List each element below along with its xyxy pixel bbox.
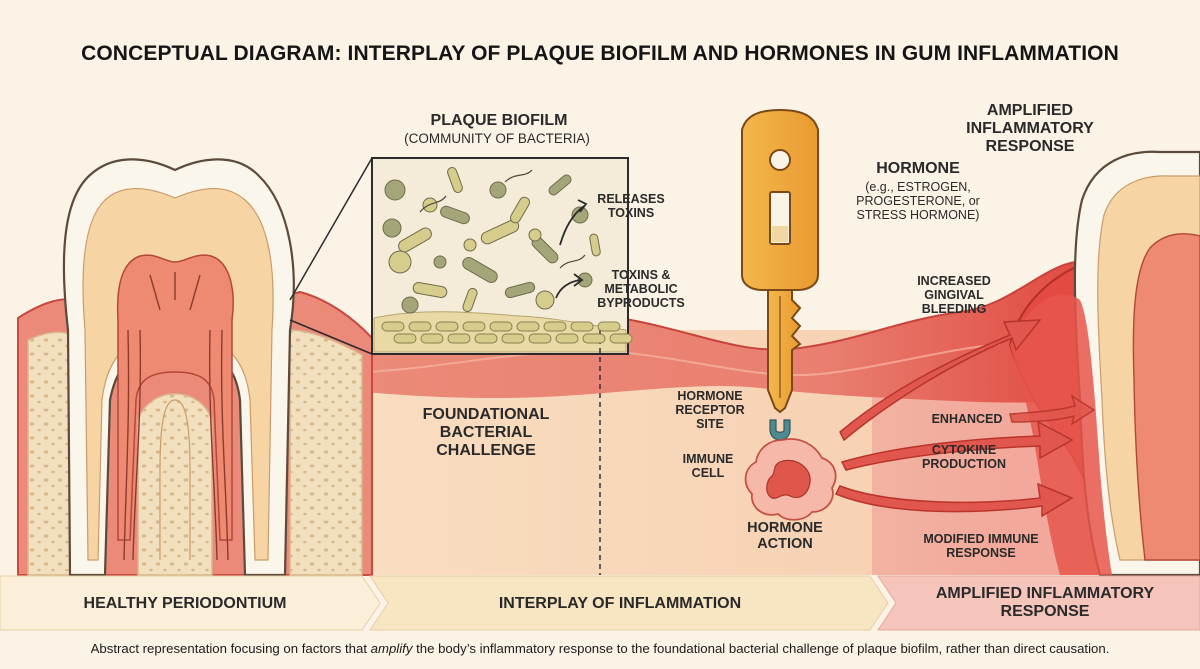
bacterium-base (528, 333, 552, 344)
hormone-key (741, 108, 819, 414)
diagram-title: CONCEPTUAL DIAGRAM: INTERPLAY OF PLAQUE … (81, 42, 1119, 65)
cytokine-label: CYTOKINE PRODUCTION (921, 443, 1007, 471)
bacterium-base (447, 333, 471, 344)
bacterium-base (597, 321, 621, 332)
hormone-action-label: HORMONE ACTION (747, 520, 823, 553)
gum-inner-line (364, 343, 1001, 377)
foundational-label: FOUNDATIONAL BACTERIAL CHALLENGE (422, 406, 550, 459)
bacterium-coccus (384, 179, 406, 201)
diagram-caption: Abstract representation focusing on fact… (0, 641, 1200, 656)
bacterium-rod (510, 196, 530, 224)
arrow-enhanced (1009, 394, 1096, 426)
bacterium-rod (589, 233, 601, 257)
bacterium-coccus (535, 290, 555, 310)
bacterium-base (435, 321, 459, 332)
zoom-line-bottom (289, 319, 373, 355)
pulp-chamber (116, 254, 234, 541)
bacterium-flagellum (419, 195, 447, 213)
bacterium-coccus (463, 238, 477, 252)
zoom-line-top (289, 157, 373, 301)
inflamed-tooth-illustration (1008, 150, 1200, 577)
bottom-middle-label: INTERPLAY OF INFLAMMATION (498, 595, 742, 612)
bacterium-rod (462, 257, 498, 283)
bacterium-rod (480, 219, 520, 245)
toxins-byproducts-label: TOXINS & METABOLIC BYPRODUCTS (597, 268, 685, 310)
plaque-heading: PLAQUE BIOFILM (430, 112, 568, 129)
inflamed-pulp (1132, 233, 1200, 561)
caption-before: Abstract representation focusing on fact… (90, 641, 371, 656)
bottom-right-label: AMPLIFIED INFLAMMATORY RESPONSE (935, 585, 1155, 620)
toxin-arrows (555, 199, 588, 299)
bacteria-cluster (381, 167, 633, 344)
bacterium-base (420, 333, 444, 344)
bottom-left-segment (0, 575, 381, 631)
bacterium-rod (462, 287, 478, 313)
bacterium-coccus (433, 255, 447, 269)
bacterium-coccus (528, 228, 542, 242)
bacterium-base (462, 321, 486, 332)
bacterium-rod (440, 205, 470, 225)
immune-cell-group (744, 419, 837, 521)
bacterium-rod (548, 174, 572, 196)
bottom-right-segment (877, 575, 1200, 631)
bottom-bar (0, 575, 1200, 631)
bacterium-coccus (382, 218, 402, 238)
gum-tissue (365, 258, 1200, 403)
amplified-heading: AMPLIFIED INFLAMMATORY RESPONSE (966, 102, 1094, 155)
arrow-bleeding (839, 319, 1042, 442)
bacterium-base (489, 321, 513, 332)
bacterium-rod (504, 281, 536, 299)
key-shaft (767, 289, 802, 414)
bacterium-base (408, 321, 432, 332)
receptor-site (769, 419, 791, 441)
bacterium-base (501, 333, 525, 344)
bacterium-rod (412, 282, 448, 298)
root-canal-right (159, 399, 191, 560)
modified-immune-label: MODIFIED IMMUNE RESPONSE (923, 532, 1039, 560)
amplification-arrows (834, 319, 1096, 518)
receptor-site-label: HORMONE RECEPTOR SITE (675, 389, 745, 431)
bacterium-coccus (388, 250, 412, 274)
arrow-modified (834, 482, 1074, 518)
plaque-subheading: (COMMUNITY OF BACTERIA) (404, 131, 590, 146)
releases-toxins-label: RELEASES TOXINS (597, 192, 665, 220)
bacterium-base (474, 333, 498, 344)
bacterium-base (516, 321, 540, 332)
immune-cell-label: IMMUNE CELL (682, 452, 734, 480)
bacterium-rod (398, 227, 432, 253)
nerve-lines (123, 272, 229, 561)
bacterium-base (570, 321, 594, 332)
bacterium-coccus (401, 296, 419, 314)
bacterium-coccus (571, 206, 589, 224)
bacterium-base (555, 333, 579, 344)
bacterium-base (609, 333, 633, 344)
immune-nucleus (766, 459, 811, 499)
bacterium-rod (447, 167, 463, 193)
caption-after: the body’s inflammatory response to the … (412, 641, 1110, 656)
hormone-heading: HORMONE (876, 160, 960, 177)
bacterium-base (381, 321, 405, 332)
enhanced-label: ENHANCED (931, 412, 1003, 426)
bottom-middle-segment (369, 575, 889, 631)
bacterium-base (582, 333, 606, 344)
caption-emphasis: amplify (370, 641, 413, 656)
arrow-cytokine (840, 420, 1074, 471)
bottom-left-label: HEALTHY PERIODONTIUM (83, 595, 287, 612)
bacterium-flagellum (559, 254, 586, 269)
bacterium-base (393, 333, 417, 344)
bacterium-flagellum (504, 169, 533, 183)
plaque-biofilm-box (289, 157, 633, 575)
bacterium-base (543, 321, 567, 332)
bleeding-label: INCREASED GINGIVAL BLEEDING (917, 274, 991, 316)
healthy-tooth-illustration (17, 158, 373, 577)
key-hole (769, 149, 791, 171)
bacterium-coccus (489, 181, 507, 199)
hormone-examples: (e.g., ESTROGEN, PROGESTERONE, or STRESS… (856, 180, 980, 222)
